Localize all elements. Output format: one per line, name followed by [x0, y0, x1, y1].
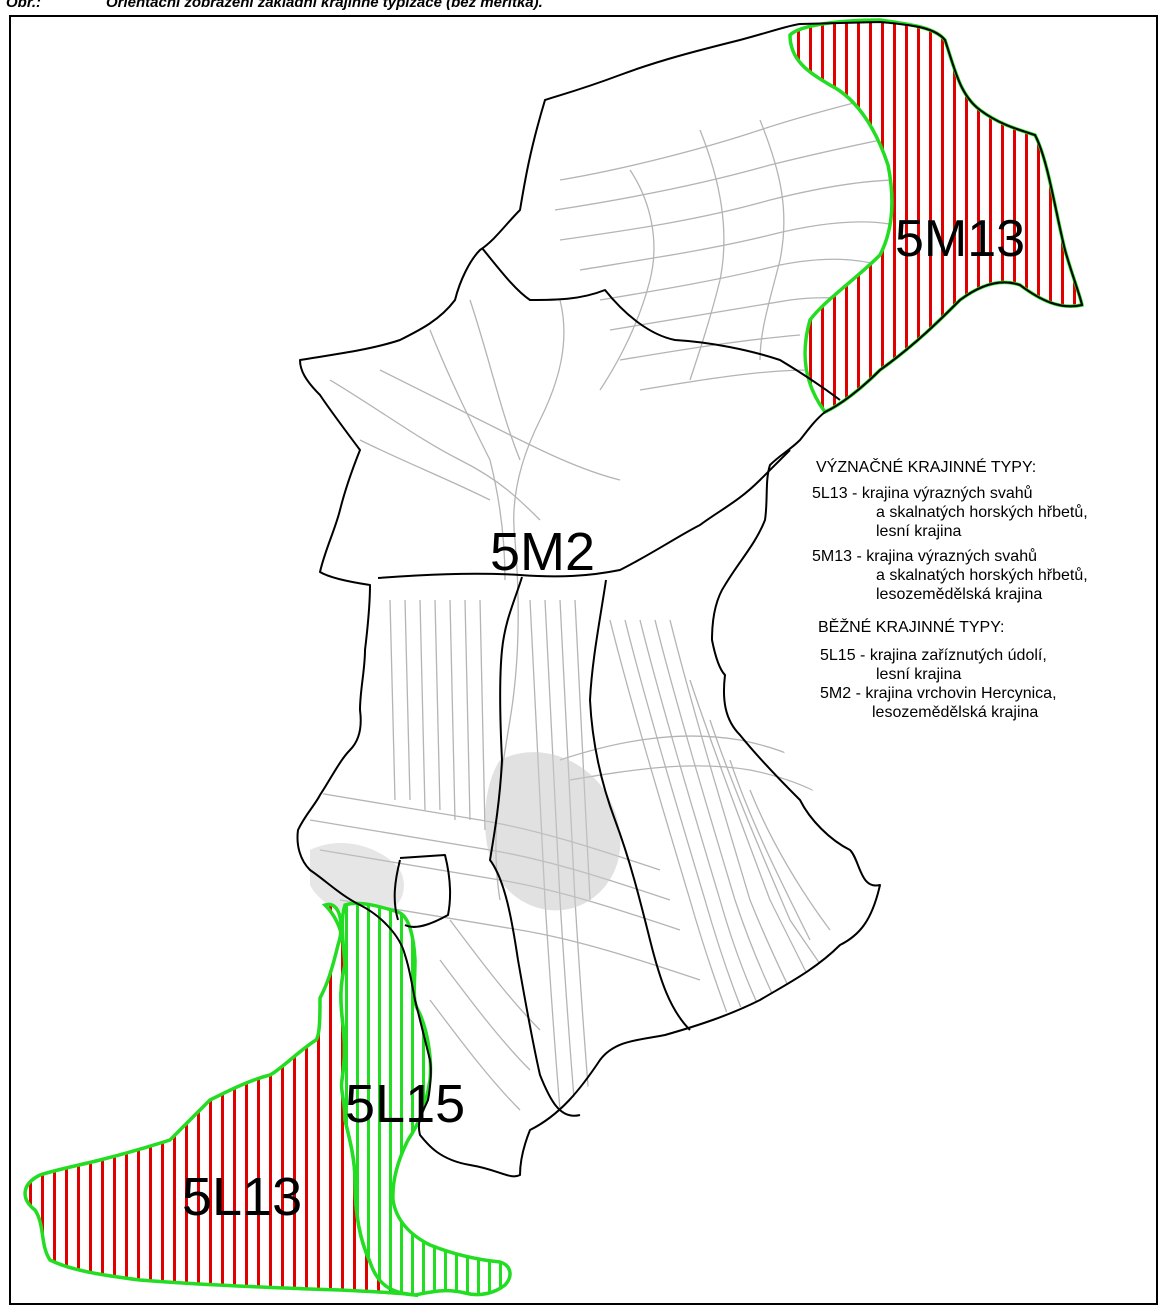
- map-frame: [9, 15, 1158, 1305]
- zone-label-5m2: 5M2: [490, 522, 595, 582]
- legend-heading-significant: VÝZNAČNÉ KRAJINNÉ TYPY:: [816, 459, 1037, 476]
- figure-label: Obr.:: [6, 0, 42, 10]
- legend-item-5l15: 5L15 - krajina zaříznutých údolí,: [820, 647, 1047, 664]
- legend-item-5l15-line2: lesní krajina: [876, 666, 962, 683]
- figure-header: Obr.: Orientační zobrazení základní kraji…: [6, 0, 543, 10]
- zone-label-5l15: 5L15: [345, 1074, 465, 1134]
- settlement-cluster: [310, 752, 621, 916]
- legend-item-5m13-line2: a skalnatých horských hřbetů,: [876, 567, 1088, 584]
- map-legend: VÝZNAČNÉ KRAJINNÉ TYPY: 5L13 - krajina v…: [812, 458, 1157, 722]
- figure-title: Orientační zobrazení základní krajinné t…: [106, 0, 543, 10]
- legend-heading-common: BĚŽNÉ KRAJINNÉ TYPY:: [818, 619, 1005, 636]
- legend-item-5m13-line3: lesozemědělská krajina: [876, 586, 1043, 603]
- zone-label-5l13: 5L13: [182, 1167, 302, 1227]
- legend-item-5m2: 5M2 - krajina vrchovin Hercynica,: [820, 685, 1057, 702]
- study-area-outline: [296, 21, 1083, 1178]
- zone-boundaries: [296, 21, 1083, 1178]
- legend-item-5m13: 5M13 - krajina výrazných svahů: [812, 548, 1037, 565]
- legend-item-5l13-line3: lesní krajina: [876, 523, 962, 540]
- legend-item-5l13: 5L13 - krajina výrazných svahů: [812, 485, 1033, 502]
- zone-label-5m13: 5M13: [895, 210, 1025, 268]
- legend-item-5l13-line2: a skalnatých horských hřbetů,: [876, 504, 1088, 521]
- legend-item-5m2-line2: lesozemědělská krajina: [872, 704, 1039, 721]
